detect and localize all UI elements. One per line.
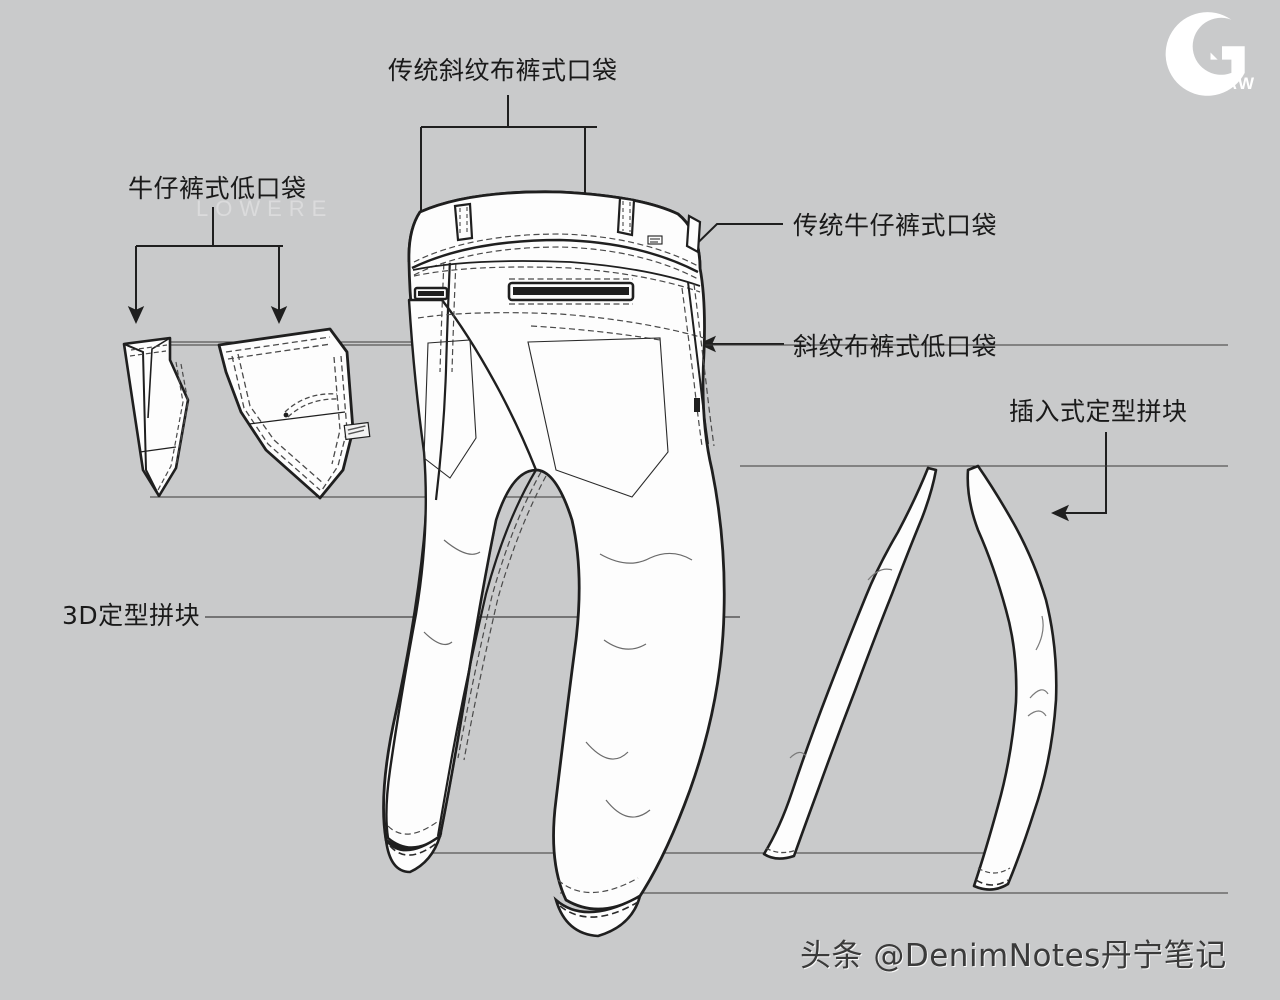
brand-wordmark: RAW	[1210, 74, 1256, 93]
welt-pocket-center	[507, 278, 635, 305]
callout-label-traditional-chino-pocket: 传统斜纹布裤式口袋	[388, 56, 618, 85]
figure-pocket-bag-wide	[217, 327, 371, 500]
figure-pocket-bag-narrow	[122, 336, 190, 498]
callout-label-jeans-style-low-pocket: 牛仔裤式低口袋	[128, 174, 307, 203]
figure-shaping-panel-right	[966, 464, 1058, 891]
waistband-brand-label	[647, 235, 663, 245]
callout-label-chino-style-low-pocket: 斜纹布裤式低口袋	[793, 332, 998, 361]
leader-jeans-style-low-pocket	[127, 207, 288, 324]
callout-label-traditional-jeans-pocket: 传统牛仔裤式口袋	[793, 211, 998, 240]
side-seam-detail	[681, 281, 715, 447]
figure-shaping-panel-left	[762, 466, 938, 860]
belt-loops	[453, 196, 702, 254]
leader-insert-shaping-panel	[1051, 432, 1107, 522]
back-patch-pocket-left	[423, 339, 477, 479]
source-watermark: 头条 @DenimNotes丹宁笔记	[800, 938, 1227, 974]
welt-pocket-left	[413, 286, 449, 301]
figure-trousers-flat	[382, 190, 726, 938]
back-patch-pocket-right	[527, 337, 669, 498]
hem-right-leg	[553, 877, 643, 938]
ghost-watermark: LOWERE	[196, 196, 334, 221]
callout-label-threed-shaping-panel: 3D定型拼块	[62, 601, 201, 630]
gstar-raw-logo	[1165, 12, 1245, 96]
callout-label-insert-shaping-panel: 插入式定型拼块	[1009, 397, 1188, 426]
hem-left-leg	[384, 821, 443, 874]
drape-lines	[423, 539, 693, 818]
pocket-brand-tag	[343, 421, 371, 441]
